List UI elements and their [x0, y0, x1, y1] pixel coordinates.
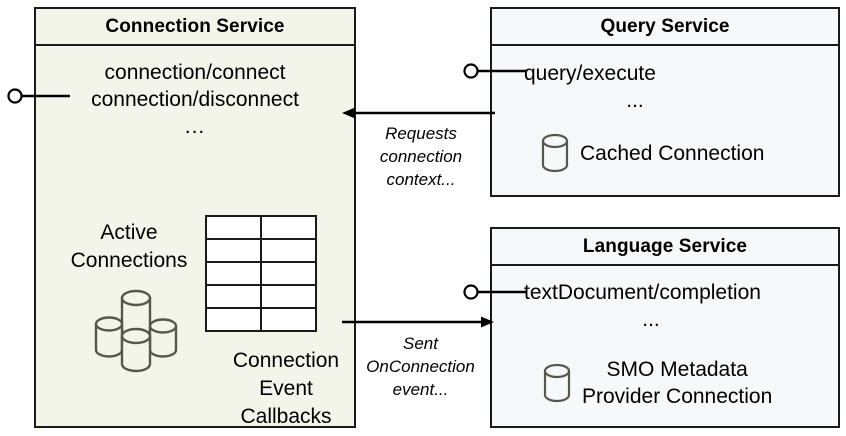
table-row — [205, 215, 317, 240]
component-query-service[interactable]: Query Service query/execute ... Cached C… — [490, 7, 840, 197]
callbacks-label-line3: Callbacks — [240, 405, 332, 428]
interface-query-execute: query/execute — [524, 62, 656, 85]
connection-service-body: connection/connect connection/disconnect… — [36, 46, 354, 428]
interface-connection-connect: connection/connect — [104, 61, 286, 84]
table-cell — [205, 215, 262, 240]
language-service-title: Language Service — [492, 229, 838, 266]
arrow-label-line3: event... — [392, 380, 449, 399]
arrow-label-line3: context... — [386, 170, 456, 189]
table-row — [205, 307, 317, 332]
arrow-connection-to-language — [342, 312, 496, 332]
connection-service-title: Connection Service — [36, 9, 354, 46]
connection-event-callbacks-label: Connection Event Callbacks — [196, 347, 376, 431]
arrow-label-sent-onconnection-event: Sent OnConnection event... — [353, 332, 488, 401]
interface-textdocument-completion: textDocument/completion — [524, 281, 761, 304]
callbacks-label-line1: Connection — [232, 349, 340, 372]
arrow-label-line1: Sent — [403, 334, 438, 353]
language-service-interface-list: textDocument/completion — [492, 279, 838, 306]
smo-caption-line1: SMO Metadata — [606, 358, 748, 381]
connection-service-ellipsis: ... — [184, 115, 206, 138]
table-cell — [260, 215, 317, 240]
provided-interface-language-service[interactable] — [462, 281, 528, 303]
smo-metadata-provider-row: SMO Metadata Provider Connection — [542, 356, 772, 410]
database-icon — [542, 362, 572, 404]
table-cell — [205, 261, 262, 286]
table-cell — [260, 307, 317, 332]
table-row — [205, 238, 317, 263]
language-service-ellipsis: ... — [642, 308, 660, 331]
provided-interface-connection-service[interactable] — [6, 85, 72, 107]
query-service-interface-list: query/execute — [492, 60, 838, 87]
active-connections-label-line2: Connections — [70, 249, 188, 272]
table-row — [205, 284, 317, 309]
arrow-label-requests-connection-context: Requests connection context... — [356, 122, 486, 191]
database-icon — [540, 132, 570, 174]
query-service-body: query/execute ... Cached Connection — [492, 46, 838, 195]
arrow-label-line2: OnConnection — [366, 357, 475, 376]
active-connections-label: Active Connections — [54, 219, 204, 275]
table-cell — [205, 238, 262, 263]
database-cluster-icon — [86, 286, 206, 378]
table-cell — [205, 284, 262, 309]
cached-connection-row: Cached Connection — [540, 132, 764, 174]
arrow-label-line2: connection — [379, 147, 463, 166]
table-cell — [260, 284, 317, 309]
active-connections-label-line1: Active — [100, 221, 158, 244]
query-service-title: Query Service — [492, 9, 838, 46]
table-row — [205, 261, 317, 286]
connection-event-callbacks-table — [205, 215, 317, 332]
arrow-query-to-connection — [340, 103, 496, 123]
callbacks-label-line2: Event — [259, 377, 313, 400]
table-cell — [260, 261, 317, 286]
query-service-ellipsis: ... — [626, 89, 644, 112]
smo-caption-line2: Provider Connection — [582, 385, 773, 408]
arrow-label-line1: Requests — [385, 124, 457, 143]
language-service-body: textDocument/completion ... SMO Metadata… — [492, 266, 838, 426]
component-language-service[interactable]: Language Service textDocument/completion… — [490, 227, 840, 428]
table-cell — [205, 307, 262, 332]
interface-connection-disconnect: connection/disconnect — [91, 88, 299, 111]
cached-connection-caption: Cached Connection — [580, 141, 765, 165]
smo-metadata-provider-caption: SMO Metadata Provider Connection — [582, 356, 772, 410]
table-cell — [260, 238, 317, 263]
connection-service-interface-list: connection/connect connection/disconnect… — [36, 59, 354, 140]
component-connection-service[interactable]: Connection Service connection/connect co… — [34, 7, 356, 428]
provided-interface-query-service[interactable] — [462, 60, 528, 82]
